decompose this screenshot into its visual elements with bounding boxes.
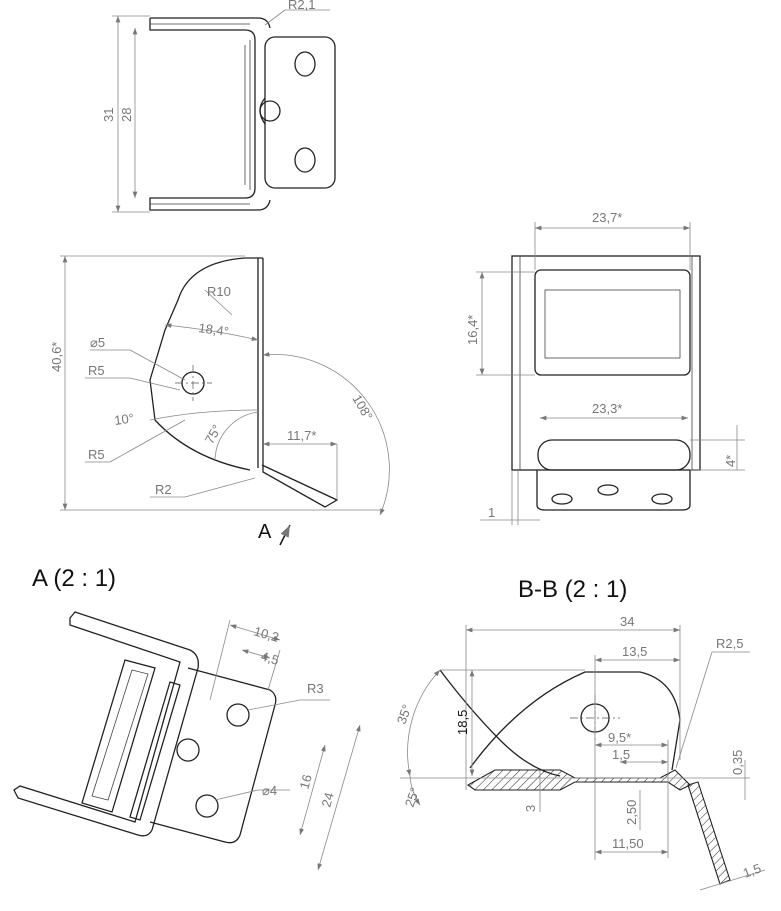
- dim-11-50: 11,50: [612, 836, 644, 851]
- view-arrow-a: A: [258, 521, 272, 543]
- dim-23-3: 23,3*: [592, 401, 622, 416]
- dim-31: 31: [101, 108, 116, 122]
- dim-10deg: 10°: [113, 410, 135, 428]
- dim-13-5: 13,5: [622, 644, 647, 659]
- side-view: 40,6* R10 18,4° ⌀5 R5 10° R5 75° 11,7* R…: [49, 255, 390, 546]
- detail-a-view: A (2 : 1) 10,2 4,5 R3 ⌀4 16 24: [13, 565, 361, 871]
- dim-1-5-a: 1,5: [612, 747, 630, 762]
- dim-4: 4*: [723, 455, 738, 467]
- front-view: 23,7* 16,4* 23,3* 4* 1: [465, 210, 745, 525]
- dim-r5-a: R5: [88, 363, 105, 378]
- dim-1-5-b: 1,5: [741, 861, 763, 881]
- dim-r5-b: R5: [88, 447, 105, 462]
- dim-3: 3: [523, 805, 538, 812]
- dim-11-7: 11,7*: [287, 428, 316, 443]
- dim-d4: ⌀4: [262, 783, 277, 798]
- dim-1: 1: [488, 505, 495, 520]
- detail-a-title: A (2 : 1): [32, 565, 116, 592]
- section-bb-view: B-B (2 : 1) 34 13,5 R2,5 35° 18,5 9,5* 1…: [394, 576, 766, 891]
- dim-34: 34: [620, 614, 634, 629]
- dim-r2: R2: [155, 482, 172, 497]
- dim-75deg: 75°: [202, 422, 225, 447]
- dim-25deg: 25°: [402, 785, 423, 809]
- dim-9-5: 9,5*: [608, 730, 631, 745]
- dim-16: 16: [296, 773, 314, 791]
- dim-r2-1: R2,1: [288, 0, 315, 12]
- dim-18-5: 18,5: [455, 710, 470, 735]
- section-bb-title: B-B (2 : 1): [518, 576, 627, 603]
- dim-35deg: 35°: [394, 702, 415, 726]
- dim-4-5: 4,5: [259, 648, 281, 667]
- dim-d5: ⌀5: [90, 335, 105, 350]
- dim-18-4: 18,4°: [198, 320, 230, 339]
- dim-108deg: 108°: [349, 392, 375, 423]
- dim-r10: R10: [207, 284, 231, 299]
- dim-2-50: 2,50: [624, 800, 639, 825]
- dim-28: 28: [119, 108, 134, 122]
- dim-23-7: 23,7*: [592, 210, 622, 225]
- dim-r2-5: R2,5: [716, 636, 743, 651]
- dim-24: 24: [318, 791, 336, 809]
- dim-16-4: 16,4*: [465, 315, 480, 345]
- dim-10-2: 10,2: [252, 623, 280, 644]
- dim-r3: R3: [307, 681, 324, 696]
- top-view: R2,1 31 28: [101, 0, 336, 213]
- dim-0-35: 0,35: [730, 750, 745, 775]
- dim-40-6: 40,6*: [49, 342, 64, 372]
